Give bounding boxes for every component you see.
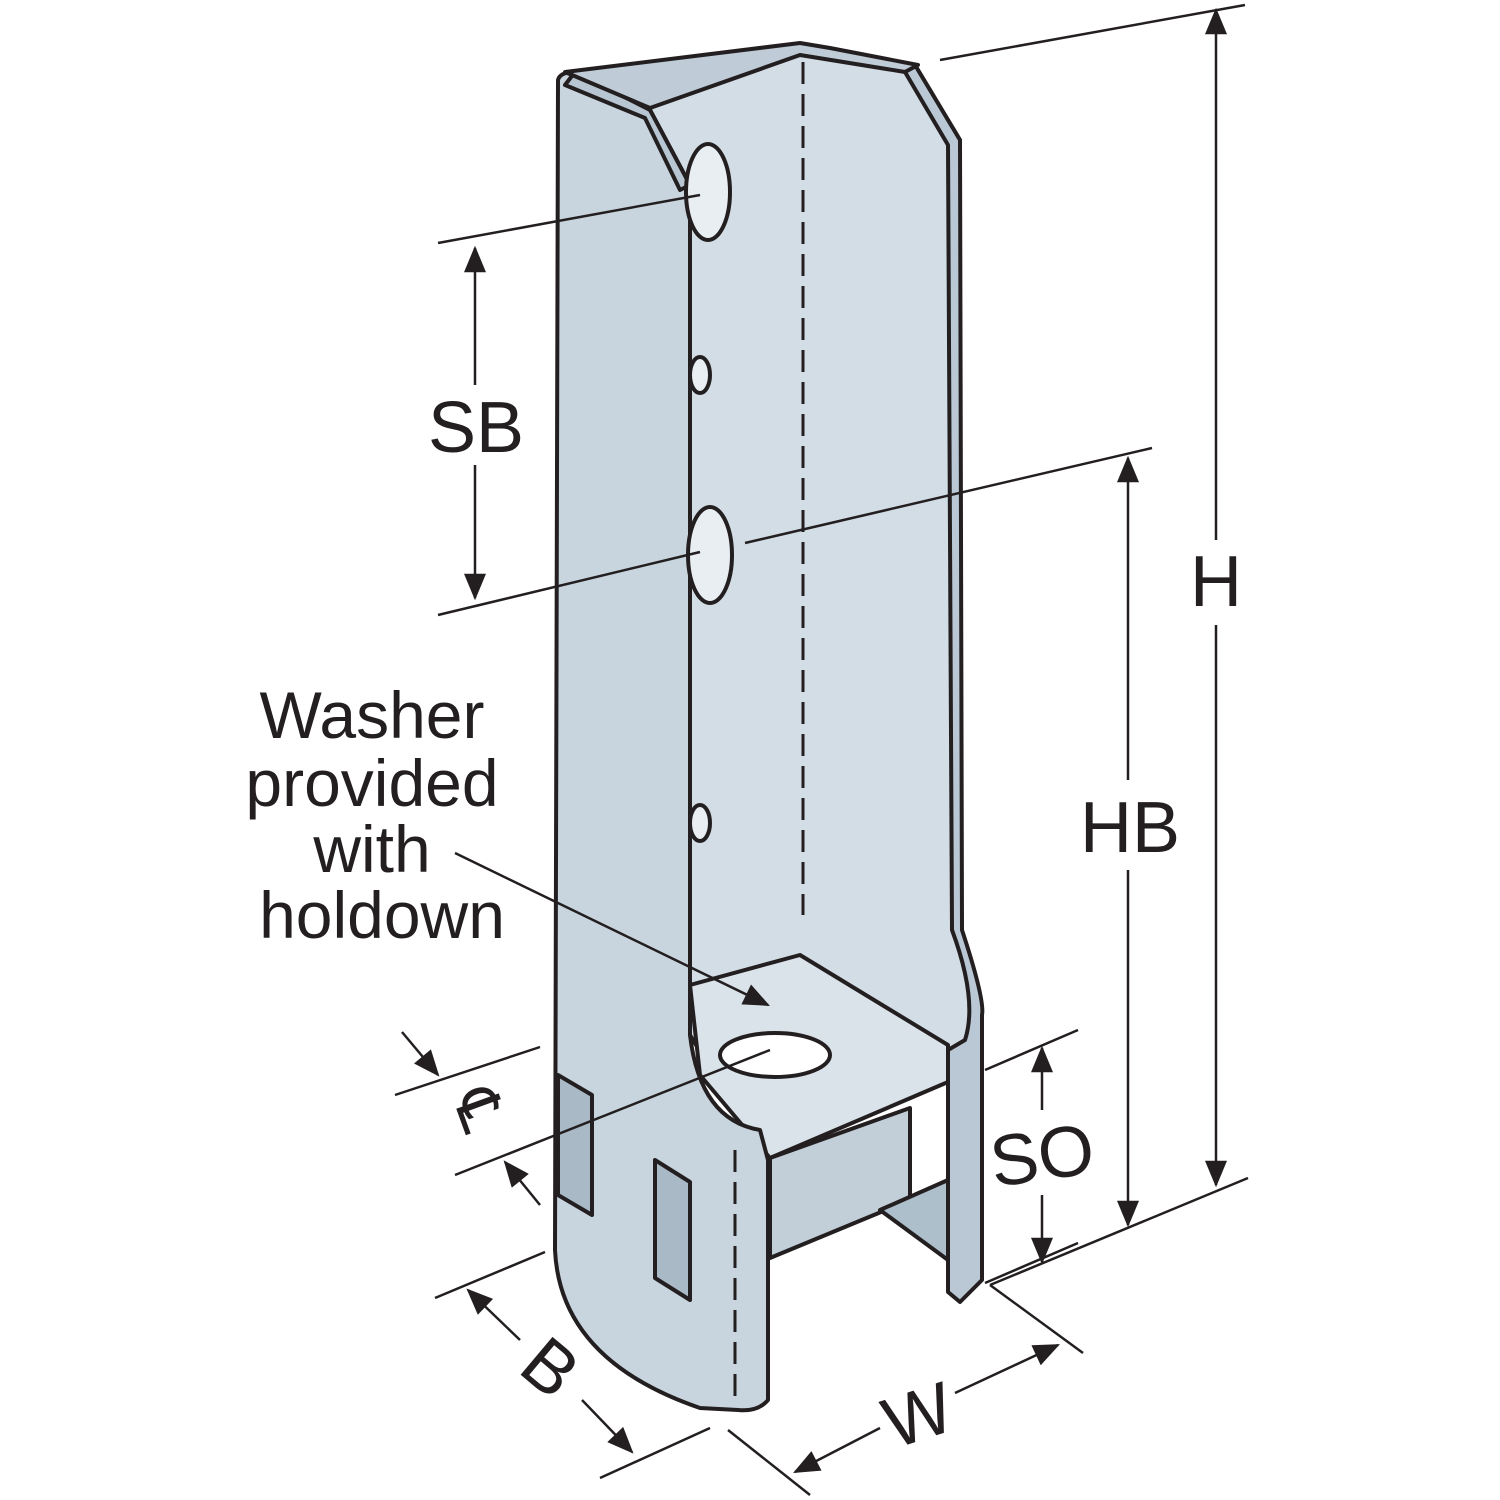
callout-line-4: holdown [259, 878, 505, 952]
b-label: B [506, 1322, 594, 1414]
h-extension-top [939, 3, 1246, 62]
cl-extension-top [394, 1045, 541, 1097]
b-dimension-line-upper [466, 1288, 521, 1341]
screw-hole-lower [688, 803, 712, 843]
h-label: H [1190, 542, 1242, 622]
callout-line-2: provided [245, 746, 498, 820]
w-dimension-line-right [954, 1343, 1060, 1395]
top-rim [563, 41, 920, 110]
b-dimension-line-lower [581, 1399, 634, 1454]
sb-extension-top [437, 193, 701, 245]
bolt-hole-top [684, 142, 732, 242]
w-dimension-line-left [793, 1426, 881, 1474]
sb-label: SB [428, 388, 524, 468]
so-label: SO [985, 1109, 1099, 1203]
cl-arrow-top [401, 1031, 440, 1077]
sb-extension-bottom [437, 550, 701, 617]
callout-line-1: Washer [260, 678, 485, 752]
w-label: W [874, 1367, 963, 1464]
slot-left [556, 1073, 594, 1217]
so-extension-top [984, 1028, 1079, 1072]
bolt-hole-middle [686, 505, 734, 605]
hb-extension-top [744, 446, 1153, 545]
cl-extension-bottom [454, 1048, 771, 1177]
slot-right [653, 1158, 692, 1302]
right-flange-edge [903, 63, 985, 1304]
holdown-bracket [553, 41, 985, 1413]
b-extension-top [434, 1250, 546, 1300]
washer-callout: Washer provided with holdown [245, 678, 770, 1007]
callout-leader [454, 851, 770, 1007]
so-extension-bottom [984, 1241, 1079, 1285]
hb-label: HB [1080, 788, 1180, 868]
washer-hole [718, 1031, 832, 1079]
cl-arrow-bottom [503, 1160, 541, 1206]
front-lip [563, 70, 692, 192]
w-extension-right [989, 1283, 1084, 1355]
h-extension-bottom [989, 1176, 1249, 1287]
b-extension-bottom [599, 1426, 711, 1480]
w-extension-left [727, 1429, 811, 1496]
base-leg [878, 1178, 950, 1262]
cl-label: ℄ [439, 1077, 518, 1140]
screw-hole-upper [688, 355, 712, 395]
callout-line-3: with [312, 812, 430, 886]
